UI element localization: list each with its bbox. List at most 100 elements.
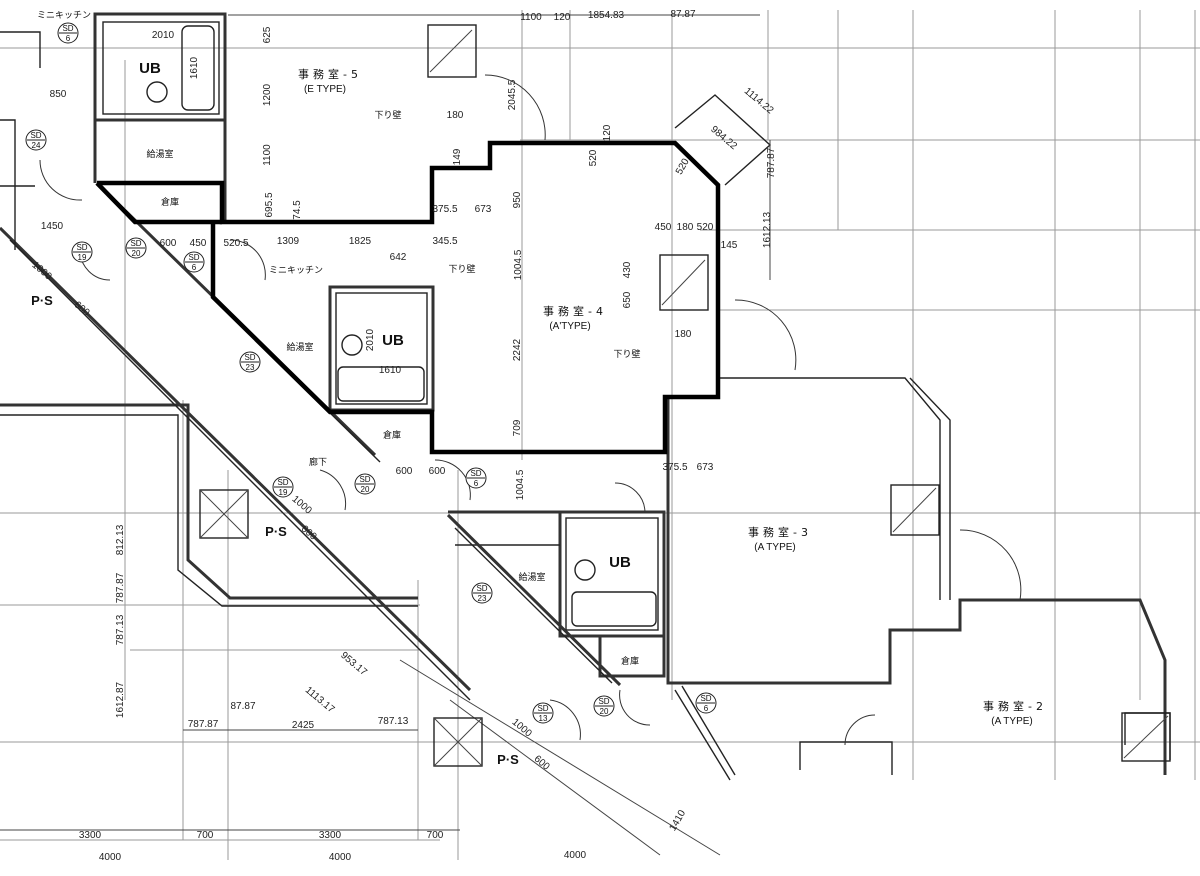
sd-tag-number: 6: [192, 263, 197, 272]
room-name-office-3: 事務室-3: [748, 525, 812, 539]
unit-bath-label: UB: [609, 554, 631, 571]
dimension-label: 2425: [292, 720, 315, 731]
dimension-label: 345.5: [432, 236, 457, 247]
sd-tag-number: 6: [66, 34, 71, 43]
dimension-label: 650: [622, 291, 633, 308]
dimension-label: 787.87: [766, 147, 777, 178]
sd-tag-top: SD: [476, 584, 487, 593]
dimension-label: 1610: [379, 365, 402, 376]
dimension-label: 812.13: [115, 524, 126, 555]
dimension-label: 1004.5: [513, 249, 524, 280]
sd-tag-number: 20: [600, 707, 609, 716]
sd-tag-top: SD: [130, 239, 141, 248]
unit-boundary: [95, 140, 721, 455]
dimension-label: 1450: [41, 221, 64, 232]
kitchenette-room-label: 給湯室: [146, 148, 173, 160]
sd-tag-number: 19: [78, 253, 87, 262]
dimension-label: 1825: [349, 236, 372, 247]
dimension-label: 120: [554, 12, 571, 23]
mini-kitchen-label: ミニキッチン: [37, 10, 91, 21]
sd-tag-number: 6: [704, 704, 709, 713]
dimension-label: 1612.13: [762, 211, 773, 248]
dimension-label: 950: [512, 191, 523, 208]
dimension-label: 1309: [277, 236, 300, 247]
dimension-label: 1113.17: [303, 685, 337, 716]
sd-tag-top: SD: [277, 478, 288, 487]
dimension-label: 2045.5: [507, 79, 518, 110]
doors: [39, 74, 1022, 746]
sd-tag-number: 19: [279, 488, 288, 497]
sd-door-tag: SD6: [183, 251, 205, 273]
dimension-label: 520: [588, 149, 599, 166]
dimension-label: 3300: [79, 830, 102, 841]
sd-tag-top: SD: [359, 475, 370, 484]
dimension-label: 953.17: [338, 650, 369, 678]
dimension-label: 600: [160, 238, 177, 249]
dimension-label: 520.5: [223, 238, 248, 249]
dimension-label: 673: [475, 204, 492, 215]
dimension-label: 1100: [262, 144, 273, 166]
storage-label: 倉庫: [621, 655, 639, 667]
dimension-label: 180: [677, 222, 694, 233]
dimension-label: 600: [532, 754, 552, 773]
dimension-label: 695.5: [264, 192, 275, 217]
dimension-label: 2010: [152, 30, 175, 41]
sd-tag-top: SD: [188, 253, 199, 262]
dimension-label: 4000: [329, 852, 352, 863]
dimension-label: 2010: [365, 328, 376, 351]
room-name-office-2: 事務室-2: [983, 699, 1047, 713]
sd-tag-top: SD: [470, 469, 481, 478]
dimension-label: 787.13: [378, 716, 409, 727]
sd-tag-top: SD: [537, 704, 548, 713]
kitchenette-room-label: 給湯室: [518, 571, 545, 583]
dimension-label: 984.22: [708, 124, 739, 152]
pipe-shaft-label: P·S: [497, 752, 519, 767]
dimension-label: 87.87: [230, 701, 255, 712]
dimension-label: 149: [452, 148, 463, 165]
dimension-label: 1612.87: [115, 681, 126, 718]
sd-door-tag: SD6: [57, 22, 79, 44]
unit-bath-label: UB: [139, 60, 161, 77]
dimension-label: 520: [697, 222, 714, 233]
dimension-label: 787.13: [115, 614, 126, 645]
sd-tag-number: 20: [132, 249, 141, 258]
dimension-label: 850: [50, 89, 67, 100]
mini-kitchen-label: ミニキッチン: [269, 265, 323, 276]
dimension-label: 2242: [512, 338, 523, 361]
dimension-label: 787.87: [115, 572, 126, 603]
dimension-label: 450: [655, 222, 672, 233]
room-type-office-4: (A'TYPE): [549, 321, 590, 332]
dimension-label: 180: [447, 110, 464, 121]
dimension-label: 1114.22: [742, 86, 776, 117]
storage-label: 倉庫: [383, 429, 401, 441]
room-type-office-3: (A TYPE): [754, 542, 796, 553]
dimension-label: 700: [197, 830, 214, 841]
dimension-label: 600: [396, 466, 413, 477]
dimension-label: 450: [190, 238, 207, 249]
room-name-office-5: 事務室-5: [298, 67, 362, 81]
dimension-label: 673: [697, 462, 714, 473]
dimension-label: 709: [512, 419, 523, 436]
sd-tag-number: 20: [361, 485, 370, 494]
dimension-label: 375.5: [432, 204, 457, 215]
dimension-label: 1100: [520, 12, 542, 23]
sd-tag-number: 23: [478, 594, 487, 603]
sd-tag-number: 13: [539, 714, 548, 723]
dimension-label: 145: [721, 240, 738, 251]
dimension-label: 1610: [189, 56, 200, 79]
dimension-label: 3300: [319, 830, 342, 841]
room-type-office-5: (E TYPE): [304, 84, 346, 95]
dimension-label: 787.87: [188, 719, 219, 730]
grid-lines: [0, 10, 1200, 860]
sd-door-tag: SD6: [695, 692, 717, 714]
sd-tag-top: SD: [30, 131, 41, 140]
